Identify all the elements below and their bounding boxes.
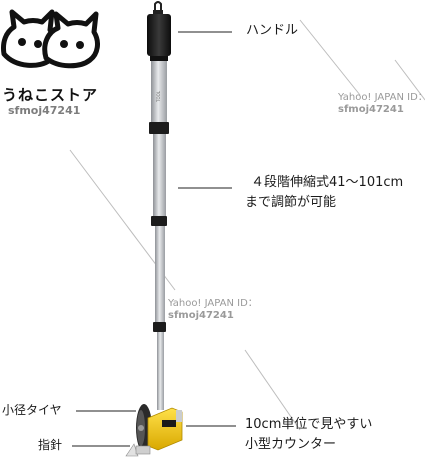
watermark-line: Yahoo! JAPAN ID： <box>338 92 425 103</box>
handle-grip <box>147 14 171 56</box>
svg-text:TOOL: TOOL <box>156 90 161 103</box>
watermark-line: Yahoo! JAPAN ID： <box>168 298 258 309</box>
label-handle: ハンドル <box>246 23 299 38</box>
watermark-id-center: Yahoo! JAPAN ID： sfmoj47241 <box>168 298 258 322</box>
watermark-line: sfmoj47241 <box>338 104 404 115</box>
store-seller-id: sfmoj47241 <box>8 104 81 117</box>
store-logo-cats-icon <box>1 9 100 69</box>
label-counter-line2: 小型カウンター <box>245 437 337 452</box>
label-tire: 小径タイヤ <box>2 403 62 417</box>
label-pointer: 指針 <box>38 438 63 452</box>
watermark-id-top-right: Yahoo! JAPAN ID： sfmoj47241 <box>338 92 425 116</box>
label-counter-line1: 10cm単位で見やすい <box>245 417 373 432</box>
store-name: うねこストア <box>2 86 99 104</box>
watermark-line: sfmoj47241 <box>168 310 234 321</box>
label-extend-line1: ４段階伸縮式41～101cm <box>251 175 404 190</box>
label-extend-line2: まで調節が可能 <box>245 195 337 210</box>
